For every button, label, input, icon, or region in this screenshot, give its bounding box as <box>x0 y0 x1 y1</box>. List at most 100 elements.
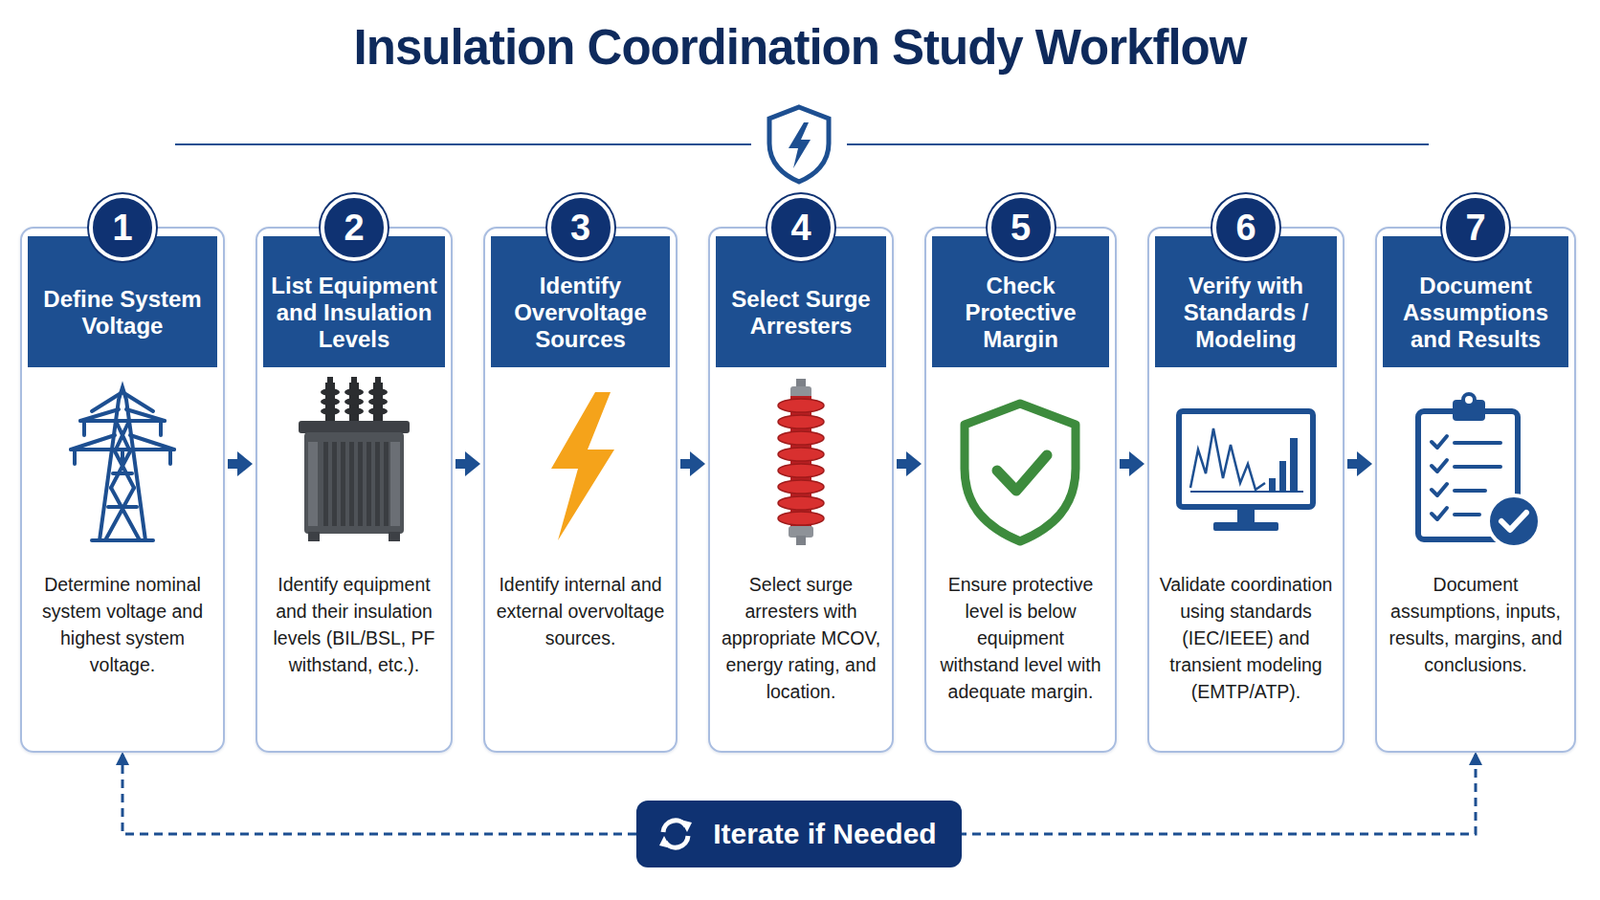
tower-icon-part <box>126 409 165 422</box>
tower-icon-part <box>80 409 119 422</box>
clipboard-icon-part-part <box>1454 441 1501 445</box>
icon-space <box>1377 367 1575 572</box>
monitor-chart-icon <box>1178 411 1313 532</box>
tower-icon <box>70 387 175 541</box>
surge-arrester-icon-part-part <box>777 399 824 413</box>
clipboard-icon <box>1418 394 1540 548</box>
step-card: 1Define System VoltageDetermine nominal … <box>20 226 225 754</box>
clipboard-icon-part-part <box>1454 512 1480 517</box>
monitor-chart-icon-part <box>1268 478 1276 492</box>
transformer-icon-part <box>308 532 320 542</box>
transformer-icon-part-part <box>340 442 346 527</box>
icon-space <box>22 367 223 572</box>
step-number: 1 <box>88 194 156 262</box>
monitor-chart-icon-part <box>1289 438 1298 492</box>
tower-icon-part <box>158 421 163 436</box>
transformer-icon-part-part <box>320 388 340 397</box>
surge-arrester-icon-part <box>796 535 806 546</box>
title-rule-part <box>175 143 752 146</box>
refresh-head <box>680 820 692 833</box>
tower-icon-part <box>72 449 77 465</box>
step-card: 3Identify Overvoltage SourcesIdentify in… <box>483 226 678 754</box>
surge-arrester-icon-part-part <box>777 511 824 526</box>
step-card: 4Select Surge ArrestersSelect surge arre… <box>708 226 894 754</box>
tower-icon-part <box>112 471 133 476</box>
surge-arrester-icon-part <box>777 399 824 526</box>
transformer-icon-part-part <box>368 388 388 397</box>
surge-arrester-icon-part-part <box>777 496 824 511</box>
transformer-icon-part-part <box>366 442 372 527</box>
tower-icon-part <box>80 419 165 423</box>
step-number: 4 <box>767 194 835 262</box>
transformer-icon-part-part <box>349 442 355 527</box>
transformer-icon-part <box>304 432 404 534</box>
transformer-icon-part-part <box>383 442 389 527</box>
step-heading: Document Assumptions and Results <box>1388 272 1563 354</box>
step-heading: Select Surge Arresters <box>721 286 881 340</box>
clipboard-icon-part-part <box>1454 488 1486 493</box>
title-rule-part <box>846 143 1429 146</box>
flow-arrow <box>1347 459 1359 469</box>
surge-arrester-icon-part-part <box>777 431 824 445</box>
flow-arrow <box>1119 459 1132 469</box>
transformer-icon-part-part <box>375 442 380 527</box>
tower-icon-part <box>105 488 134 541</box>
tower-icon-part <box>113 449 134 489</box>
transformer-icon-part-part <box>323 442 329 527</box>
step-description: Determine nominal system voltage and hig… <box>22 571 223 690</box>
step-description: Validate coordination using standards (I… <box>1149 571 1343 717</box>
title-shield-icon-part <box>788 122 811 169</box>
step-number: 6 <box>1212 194 1280 262</box>
step-number: 3 <box>547 194 615 262</box>
clipboard-icon-part-part <box>1431 508 1447 520</box>
transformer-icon-part-part <box>375 377 381 385</box>
icon-space <box>485 367 676 572</box>
monitor-chart-icon-part <box>1213 522 1279 532</box>
title-shield-icon-part <box>769 107 829 182</box>
step-description: Document assumptions, inputs, results, m… <box>1377 571 1575 690</box>
step-heading: Check Protective Margin <box>937 272 1104 354</box>
clipboard-icon-part-part <box>1431 460 1447 472</box>
monitor-chart-icon-part <box>1237 508 1255 524</box>
title-shield-icon <box>769 107 829 182</box>
tower-icon-part <box>70 435 115 450</box>
clipboard-icon-part-part <box>1454 465 1501 469</box>
transformer-icon-part-part <box>368 398 388 406</box>
flow-arrow <box>680 459 692 469</box>
transformer-icon-part-part <box>327 377 334 385</box>
monitor-chart-icon-part <box>1190 428 1266 490</box>
step-heading: Verify with Standards / Modeling <box>1160 272 1332 354</box>
step-card: 5Check Protective MarginEnsure protectiv… <box>924 226 1117 754</box>
tower-icon-part <box>99 387 146 541</box>
transformer-icon-part-part <box>344 407 364 416</box>
tower-icon-part <box>91 538 154 543</box>
transformer-icon-part-part <box>344 398 364 406</box>
surge-arrester-icon-part-part <box>777 447 824 462</box>
clipboard-icon-part <box>1431 436 1501 520</box>
shield-check-icon <box>964 403 1076 542</box>
transformer-icon-part <box>320 377 388 422</box>
icon-space <box>257 367 451 572</box>
transformer-icon-part <box>390 442 400 527</box>
step-description: Identify internal and external overvolta… <box>485 571 676 664</box>
step-number: 5 <box>987 194 1055 262</box>
step-number: 2 <box>320 194 388 262</box>
step-heading: List Equipment and Insulation Levels <box>268 272 440 354</box>
edge-label: Iterate if Needed <box>712 818 936 851</box>
tower-icon-part <box>115 421 130 450</box>
lightning-icon-part <box>551 392 615 541</box>
tower-icon-part <box>82 421 87 436</box>
refresh-icon <box>655 814 696 855</box>
surge-arrester-icon-part-part <box>777 480 824 494</box>
monitor-chart-icon-part <box>1178 411 1313 508</box>
iterate-button: Iterate if Needed <box>636 800 961 868</box>
tower-icon-part <box>130 435 175 450</box>
lightning-icon <box>551 392 615 541</box>
clipboard-icon-part <box>1501 512 1527 531</box>
tower-icon-part <box>111 488 140 541</box>
surge-arrester-icon <box>777 378 824 546</box>
transformer-icon-part <box>388 532 400 542</box>
